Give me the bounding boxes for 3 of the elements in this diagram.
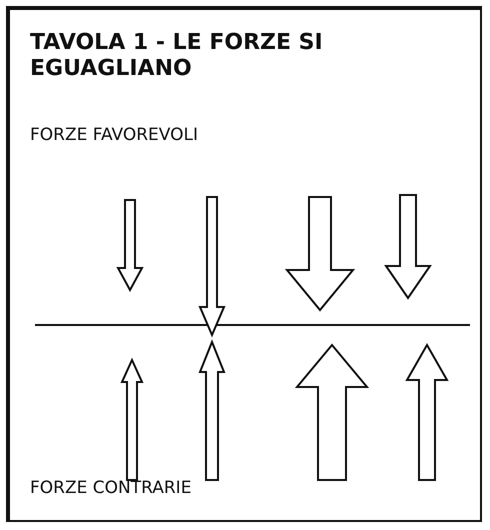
force-group-label: FORZE CONTRARIE	[30, 478, 192, 498]
title: TAVOLA 1 - LE FORZE SI EGUAGLIANO	[30, 30, 324, 82]
force-group-label: FORZE FAVOREVOLI	[30, 125, 198, 145]
